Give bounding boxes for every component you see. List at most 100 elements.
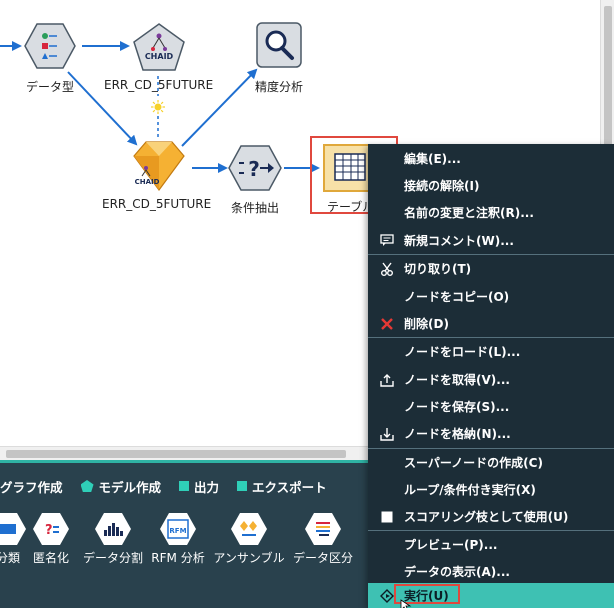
analysis-node-label: 精度分析: [255, 80, 304, 94]
palette-node-rfm[interactable]: RFM RFM 分析: [150, 513, 206, 566]
palette-node-partition[interactable]: データ区分: [290, 513, 356, 566]
menu-item-label: 名前の変更と注釈(R)...: [404, 206, 534, 220]
menu-item-label: 編集(E)...: [404, 152, 461, 166]
menu-item-label: ノードを格納(N)...: [404, 427, 511, 441]
palette-node-label: 匿名化: [32, 551, 69, 565]
rfm-icon-text: RFM: [169, 527, 186, 535]
upload-icon: [379, 372, 395, 388]
menu-item-save-node[interactable]: ノードを保存(S)...: [368, 393, 614, 420]
menu-item-label: 実行(U): [404, 589, 449, 603]
menu-separator: [368, 337, 614, 338]
tab-output-label: 出力: [194, 479, 220, 495]
palette-node-binning[interactable]: データ分割: [80, 513, 146, 566]
vertical-scrollbar-thumb[interactable]: [604, 6, 612, 146]
menu-item-view-data[interactable]: データの表示(A)...: [368, 558, 614, 585]
menu-item-load-node[interactable]: ノードをロード(L)...: [368, 338, 614, 365]
stream-connections: [0, 41, 320, 173]
menu-item-retrieve-node[interactable]: ノードを取得(V)...: [368, 366, 614, 393]
chaid-model-label: ERR_CD_5FUTURE: [104, 78, 214, 92]
svg-text:?: ?: [248, 157, 260, 181]
menu-item-new-comment[interactable]: 新規コメント(W)...: [368, 227, 614, 254]
menu-item-label: ノードをコピー(O): [404, 290, 510, 304]
table-node[interactable]: [323, 144, 377, 192]
chaid-nugget-node[interactable]: CHAID: [132, 140, 186, 192]
palette-node-label: RFM 分析: [151, 551, 205, 565]
palette-node-list: 分類 ? 匿名化 データ分割 RFM RFM 分析 アンサンブル データ区分: [0, 513, 614, 603]
classify-icon: [0, 513, 26, 545]
menu-item-edit[interactable]: 編集(E)...: [368, 145, 614, 172]
generated-model-icon: [151, 99, 165, 114]
menu-item-label: ノードをロード(L)...: [404, 345, 521, 359]
comment-icon: [379, 233, 395, 249]
horizontal-scrollbar-thumb[interactable]: [6, 450, 346, 458]
tab-export[interactable]: エクスポート: [237, 477, 327, 496]
menu-item-label: 新規コメント(W)...: [404, 234, 514, 248]
chaid-icon-text: CHAID: [144, 52, 174, 61]
menu-item-label: ループ/条件付き実行(X): [404, 483, 536, 497]
palette-node-label: データ区分: [292, 551, 353, 565]
menu-item-disconnect[interactable]: 接続の解除(I): [368, 172, 614, 199]
palette-node-label: データ分割: [82, 551, 143, 565]
tab-output[interactable]: 出力: [179, 477, 219, 496]
type-node-label: データ型: [26, 80, 75, 94]
select-node[interactable]: ?: [228, 144, 282, 192]
delete-x-icon: [379, 316, 395, 332]
menu-separator: [368, 448, 614, 449]
menu-item-label: ノードを取得(V)...: [404, 373, 510, 387]
pentagon-icon: [80, 480, 94, 492]
menu-item-copy-node[interactable]: ノードをコピー(O): [368, 283, 614, 310]
menu-item-label: 切り取り(T): [404, 262, 472, 276]
binning-icon: [95, 513, 131, 545]
palette-node-ensemble[interactable]: アンサンブル: [212, 513, 286, 566]
link-nugget-to-analysis: [181, 68, 258, 147]
tab-graphs[interactable]: グラフ作成: [0, 477, 63, 496]
menu-item-label: プレビュー(P)...: [404, 538, 498, 552]
menu-separator: [368, 254, 614, 255]
palette-tabs: グラフ作成 モデル作成 出力 エクスポート: [0, 473, 345, 499]
chaid-nugget-label: ERR_CD_5FUTURE: [102, 197, 212, 211]
menu-item-label: 接続の解除(I): [404, 179, 480, 193]
palette-node-label: 分類: [0, 551, 20, 565]
menu-item-loop-execution[interactable]: ループ/条件付き実行(X): [368, 476, 614, 503]
tab-modeling[interactable]: モデル作成: [80, 477, 162, 496]
checkbox-icon[interactable]: [379, 509, 395, 525]
tab-graphs-label: グラフ作成: [0, 479, 63, 495]
menu-item-preview[interactable]: プレビュー(P)...: [368, 531, 614, 558]
menu-item-run[interactable]: 実行(U): [368, 583, 614, 608]
svg-text:?: ?: [45, 523, 53, 538]
tab-modeling-label: モデル作成: [98, 479, 162, 495]
palette-node-classify[interactable]: 分類: [0, 513, 28, 566]
run-item-highlight: [394, 584, 460, 604]
chaid-nugget-icon-text: CHAID: [134, 178, 160, 186]
run-icon: [379, 588, 395, 604]
menu-item-label: 削除(D): [404, 317, 449, 331]
menu-item-delete[interactable]: 削除(D): [368, 310, 614, 337]
anonymize-icon: ?: [33, 513, 69, 545]
menu-item-cut[interactable]: 切り取り(T): [368, 255, 614, 282]
table-node-label: テーブル: [327, 200, 375, 214]
menu-item-use-as-scoring-branch[interactable]: スコアリング枝として使用(U): [368, 503, 614, 530]
rfm-icon: RFM: [160, 513, 196, 545]
select-node-label: 条件抽出: [231, 201, 280, 215]
square-icon: [237, 481, 248, 491]
square-icon: [179, 481, 190, 491]
menu-item-label: スーパーノードの作成(C): [404, 456, 543, 470]
menu-item-rename[interactable]: 名前の変更と注釈(R)...: [368, 199, 614, 226]
context-menu: 編集(E)... 接続の解除(I) 名前の変更と注釈(R)... 新規コメント(…: [368, 144, 614, 608]
mouse-cursor-icon: [400, 596, 412, 608]
menu-item-label: ノードを保存(S)...: [404, 400, 510, 414]
download-icon: [379, 426, 395, 442]
menu-item-label: データの表示(A)...: [404, 565, 510, 579]
analysis-node[interactable]: [256, 22, 302, 68]
menu-item-label: スコアリング枝として使用(U): [404, 510, 569, 524]
type-node[interactable]: [24, 22, 76, 70]
tab-export-label: エクスポート: [252, 479, 327, 495]
chaid-model-node[interactable]: CHAID: [132, 22, 186, 72]
menu-separator: [368, 530, 614, 531]
menu-item-store-node[interactable]: ノードを格納(N)...: [368, 420, 614, 447]
palette-node-anonymize[interactable]: ? 匿名化: [28, 513, 74, 566]
menu-item-create-supernode[interactable]: スーパーノードの作成(C): [368, 449, 614, 476]
ensemble-icon: [231, 513, 267, 545]
palette-node-label: アンサンブル: [213, 551, 285, 565]
scissors-icon: [379, 261, 395, 277]
